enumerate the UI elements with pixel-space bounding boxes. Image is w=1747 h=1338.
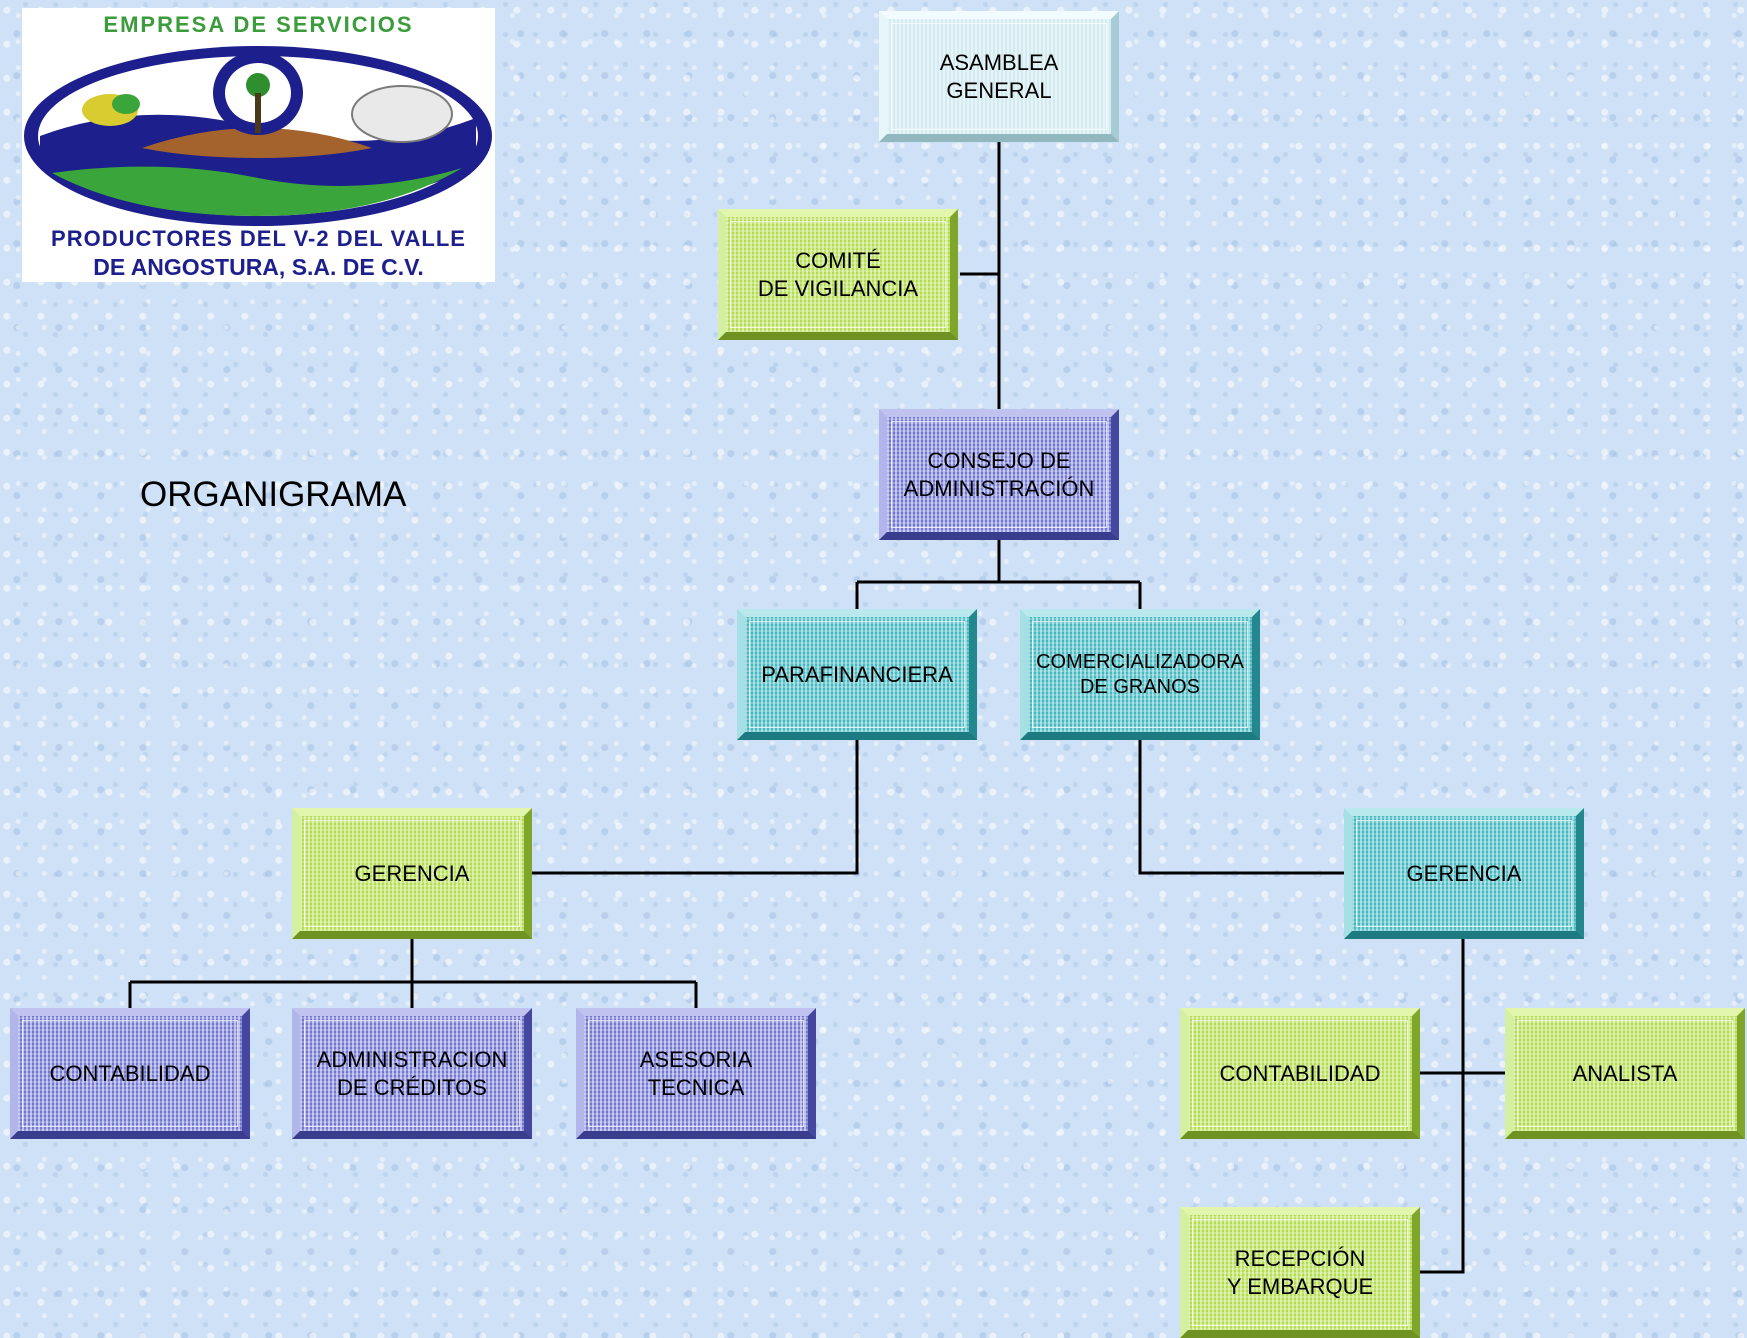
node-consejo-administracion: CONSEJO DE ADMINISTRACIÓN [879, 409, 1119, 540]
logo-emblem [24, 46, 492, 226]
node-contabilidad-right: CONTABILIDAD [1180, 1008, 1420, 1139]
logo-arc-text: EMPRESA DE SERVICIOS [103, 12, 414, 37]
node-contabilidad-left: CONTABILIDAD [10, 1008, 250, 1139]
node-gerencia-left: GERENCIA [292, 808, 532, 939]
logo-company-suffix: DE ANGOSTURA, S.A. DE C.V. [93, 254, 424, 280]
connector-gerencia-right-down [1420, 939, 1465, 1274]
node-comercializadora-granos: COMERCIALIZADORA DE GRANOS [1020, 609, 1260, 740]
node-asamblea-general: ASAMBLEA GENERAL [879, 11, 1119, 142]
connector-comercializadora-gerencia [1138, 740, 1344, 875]
logo-company-name: PRODUCTORES DEL V-2 DEL VALLE [51, 226, 466, 251]
node-parafinanciera: PARAFINANCIERA [737, 609, 977, 740]
company-logo: EMPRESA DE SERVICIOS PRODUCTORES DEL V-2… [22, 8, 495, 282]
page-title: ORGANIGRAMA [140, 475, 407, 514]
node-analista: ANALISTA [1505, 1008, 1745, 1139]
node-recepcion-embarque: RECEPCIÓN Y EMBARQUE [1180, 1207, 1420, 1338]
node-comite-vigilancia: COMITÉ DE VIGILANCIA [718, 209, 958, 340]
node-administracion-creditos: ADMINISTRACION DE CRÉDITOS [292, 1008, 532, 1139]
node-gerencia-right: GERENCIA [1344, 808, 1584, 939]
connector-parafinanciera-gerencia [532, 740, 859, 875]
node-asesoria-tecnica: ASESORIA TECNICA [576, 1008, 816, 1139]
